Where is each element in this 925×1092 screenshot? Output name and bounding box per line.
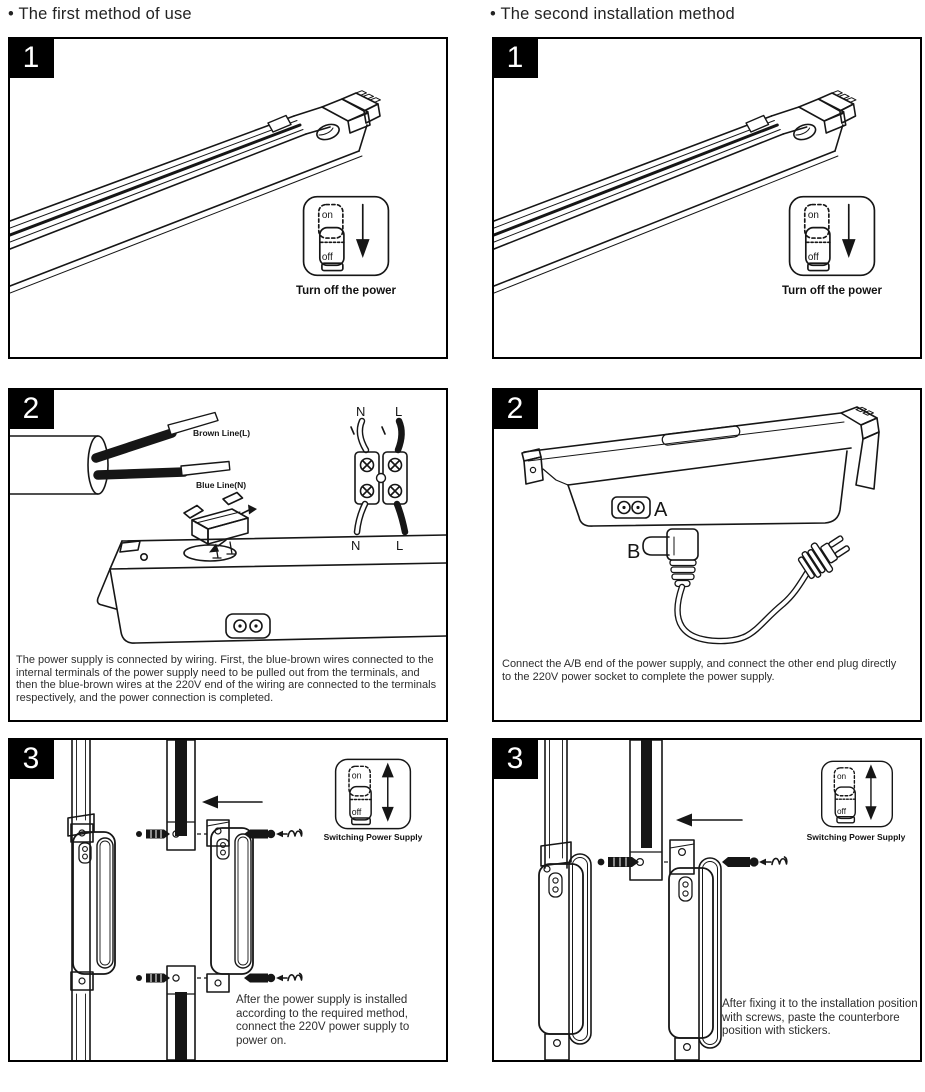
- c8-socket-icon: [678, 876, 693, 902]
- panel-first-step1: 1: [8, 37, 448, 359]
- c8-socket-icon: [78, 842, 92, 864]
- bar-break-mark: [745, 114, 770, 133]
- cable-illustration: [10, 411, 231, 495]
- step-badge: 3: [8, 738, 54, 779]
- step-badge: 3: [492, 738, 538, 779]
- spring-anchor-icon: [771, 856, 788, 866]
- socket-a: A: [611, 496, 668, 521]
- bar-end-connector: [793, 90, 857, 141]
- panel-second-step2: 2: [492, 388, 922, 722]
- terminal-label-n-top: N: [356, 404, 365, 419]
- power-on-switch-icon: on off: [334, 758, 412, 830]
- step-badge: 1: [492, 37, 538, 78]
- c8-socket-icon: [548, 872, 563, 898]
- light-bar-illustration: [494, 90, 857, 294]
- pull-arrow-left: [217, 539, 227, 547]
- step-number: 1: [22, 40, 40, 74]
- step-badge: 1: [8, 37, 54, 78]
- switch-on-label: on: [322, 210, 333, 221]
- right-column-title: • The second installation method: [490, 5, 735, 23]
- switch-caption: Switching Power Supply: [806, 832, 906, 842]
- up-down-arrow-icon: [381, 762, 394, 778]
- power-bar-illustration: [521, 406, 880, 527]
- rail-strip: [641, 740, 652, 848]
- plug-b-label: B: [627, 541, 640, 563]
- switch-caption: Switching Power Supply: [323, 832, 423, 842]
- step-description: Connect the A/B end of the power supply,…: [502, 658, 897, 683]
- angle-plug-illustration: [642, 528, 699, 588]
- step-number: 2: [506, 391, 524, 425]
- light-bar-illustration: [10, 90, 381, 294]
- spring-anchor-icon: [287, 972, 303, 982]
- wiring-illustration: N L N: [10, 404, 446, 644]
- c8-socket-icon: [225, 613, 271, 639]
- rails-and-units: [538, 740, 722, 1060]
- screw-row-top: [136, 828, 303, 839]
- rail-strip: [175, 992, 187, 1060]
- step-description: After the power supply is installed acco…: [236, 994, 410, 1047]
- power-off-switch-icon: on off: [788, 195, 876, 277]
- pull-arrow-right: [240, 509, 250, 515]
- step-number: 1: [506, 40, 524, 74]
- switch-caption: Turn off the power: [781, 285, 883, 297]
- blue-wire-label: Blue Line(N): [196, 480, 247, 490]
- mounting-illustration: [67, 740, 303, 1060]
- step-badge: 2: [492, 388, 538, 429]
- c8-socket-icon: [216, 838, 230, 860]
- power-off-switch-icon: on off: [302, 195, 390, 277]
- bar-end-connector: [316, 90, 381, 141]
- switch-off-label: off: [352, 807, 362, 817]
- plug-connection-illustration: A B: [521, 406, 880, 645]
- rail-strip: [175, 740, 187, 836]
- bar-break-mark: [267, 114, 292, 133]
- panel-second-step1: 1: [492, 37, 922, 359]
- step-badge: 2: [8, 388, 54, 429]
- terminal-label-l-top: L: [395, 404, 402, 419]
- step-number: 3: [22, 741, 40, 775]
- socket-a-label: A: [654, 499, 668, 521]
- terminal-block-diagram: N L N: [350, 404, 409, 553]
- step-description: The power supply is connected by wiring.…: [16, 654, 437, 704]
- left-column-title: • The first method of use: [8, 5, 192, 23]
- switch-off-label: off: [322, 252, 333, 263]
- step-description: After fixing it to the installation posi…: [722, 998, 918, 1038]
- switch-on-label: on: [808, 210, 819, 221]
- panel-first-step2: 2 N L: [8, 388, 448, 722]
- step-number: 2: [22, 391, 40, 425]
- switch-on-label: on: [352, 770, 362, 780]
- terminal-label-l-bottom: L: [396, 538, 403, 553]
- wall-plug-illustration: [797, 535, 850, 580]
- terminal-label-n-bottom: N: [351, 538, 360, 553]
- track-illustration: [96, 534, 446, 644]
- screw-row: [597, 856, 788, 867]
- rails-and-units: [67, 740, 254, 1060]
- step-number: 3: [506, 741, 524, 775]
- switch-off-label: off: [837, 807, 847, 816]
- switch-off-label: off: [808, 252, 819, 263]
- power-cord: [674, 560, 817, 645]
- spring-anchor-icon: [287, 828, 303, 838]
- switch-on-label: on: [837, 772, 847, 781]
- panel-first-step3: 3: [8, 738, 448, 1062]
- mounting-illustration: [538, 740, 788, 1060]
- up-down-arrow-icon: [865, 764, 877, 779]
- brown-wire-label: Brown Line(L): [193, 428, 251, 438]
- power-on-switch-icon: on off: [820, 760, 894, 828]
- switch-caption: Turn off the power: [295, 285, 397, 297]
- screw-row-bottom: [136, 972, 303, 983]
- panel-second-step3: 3: [492, 738, 922, 1062]
